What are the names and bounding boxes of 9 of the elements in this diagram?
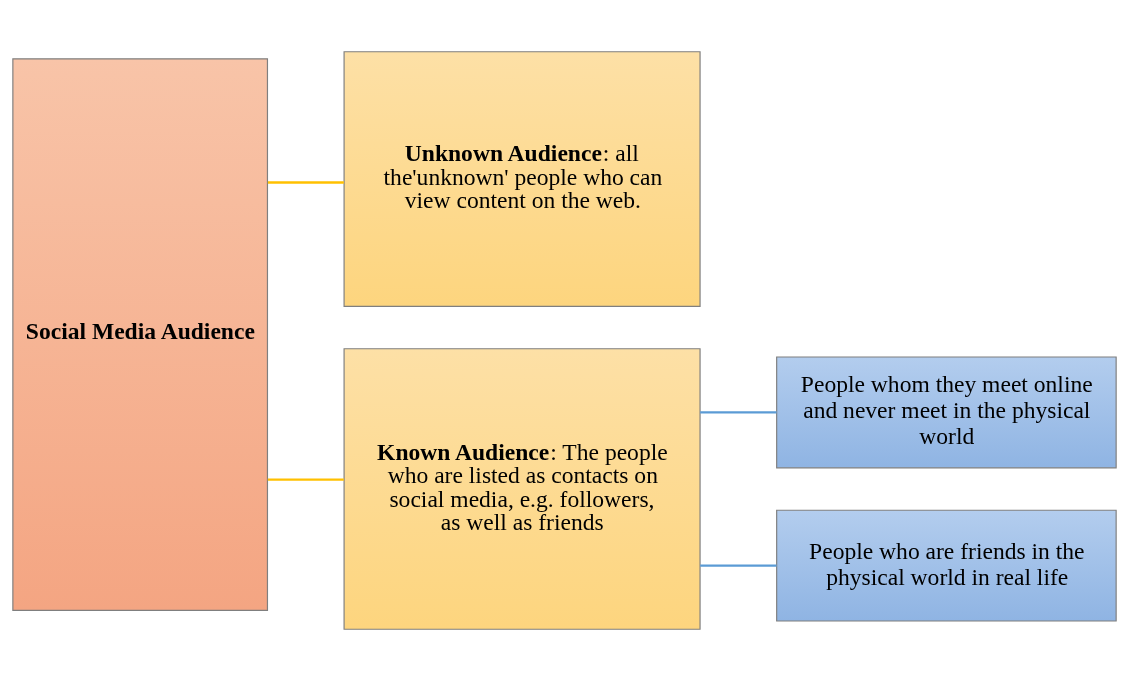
node-box: Unknown Audience: all the'unknown' people who can view content on the web. xyxy=(343,50,701,307)
node-box: Known Audience: The people who are listed as contacts on social media, e.g. followers, as well as friends xyxy=(343,347,701,630)
node-box: People whom they meet online and never meet in the physical world xyxy=(776,355,1117,468)
connector xyxy=(267,477,344,481)
connector xyxy=(700,563,777,567)
node-box: Social Media Audience xyxy=(12,57,269,611)
connector xyxy=(267,180,344,184)
connector xyxy=(700,410,777,414)
node-box: People who are friends in the physical world in real life xyxy=(776,509,1117,622)
